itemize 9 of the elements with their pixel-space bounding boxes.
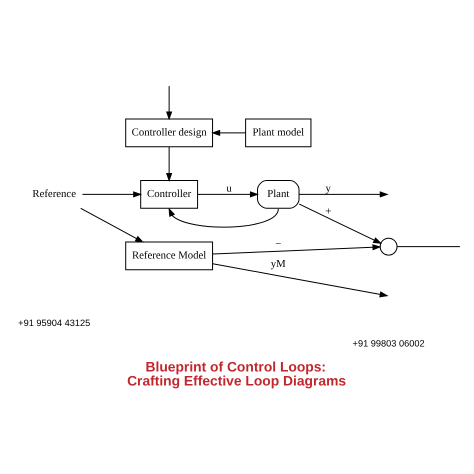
- edge-label: yM: [270, 257, 286, 270]
- diagram-title: Blueprint of Control Loops: Crafting Effective Loop Diagrams: [127, 358, 346, 388]
- edge-label: y: [326, 182, 331, 194]
- label: +91 95904 43125: [18, 317, 90, 328]
- edge-label: u: [226, 182, 232, 194]
- edge-label: +: [325, 205, 332, 218]
- edge-label: −: [275, 237, 282, 250]
- node-text: Reference: [32, 188, 76, 200]
- label: +91 99803 06002: [352, 338, 425, 348]
